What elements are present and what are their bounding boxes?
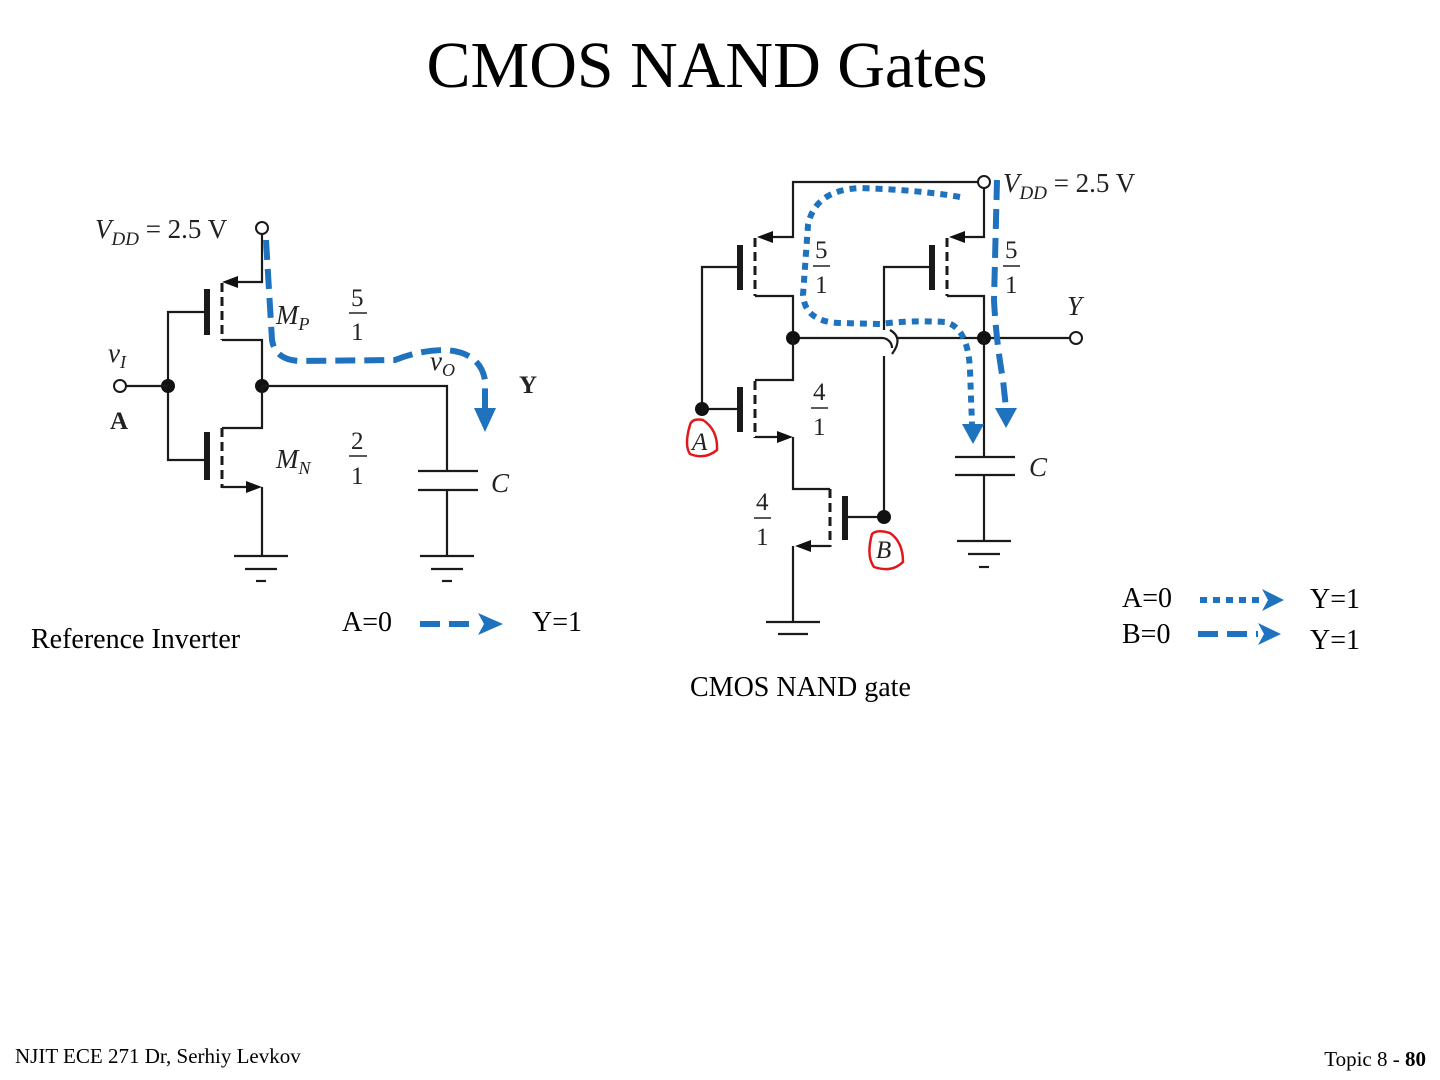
wire-jump — [889, 329, 899, 355]
wire-output-cap — [262, 384, 449, 470]
footer-page: Topic 8 - 80 — [1324, 1047, 1426, 1072]
svg-text:5: 5 — [815, 237, 828, 264]
nb-source-arrow — [795, 540, 811, 552]
nand-input-a-label: A — [690, 429, 708, 456]
na-ratio: 4 1 — [811, 379, 828, 441]
svg-text:5: 5 — [1005, 237, 1018, 264]
inverter-cap-label: C — [491, 468, 510, 498]
pb-source-arrow — [949, 231, 965, 243]
nand-input-a-node — [695, 402, 709, 416]
inverter-input-label: vI — [108, 338, 127, 372]
wire-mn-drain — [222, 386, 264, 430]
nand-vdd-terminal — [977, 175, 991, 189]
pa-ratio: 5 1 — [813, 237, 830, 299]
wire-mp-drain — [222, 338, 264, 386]
wire-pb-drain — [947, 294, 986, 338]
inverter-vdd-label: VDD = 2.5 V — [95, 214, 228, 250]
inverter-current-arrow — [474, 408, 496, 432]
inverter-legend-output: Y=1 — [532, 607, 583, 638]
nand-legend-input-a: A=0 — [1122, 583, 1173, 614]
mp-ratio: 5 1 — [349, 285, 367, 346]
ground-icon — [234, 554, 288, 583]
nand-input-b-node — [877, 510, 891, 524]
wire-vdd-mp — [226, 234, 264, 284]
ground-icon — [420, 554, 474, 583]
inverter-input-name: A — [110, 408, 128, 435]
pb-ratio: 5 1 — [1003, 237, 1020, 299]
nand-current-arrow-b — [995, 408, 1017, 428]
svg-text:2: 2 — [351, 428, 364, 455]
slide-title: CMOS NAND Gates — [426, 29, 988, 102]
nand-schematic: VDD = 2.5 V Y — [685, 168, 1136, 636]
wire-na-drain — [755, 338, 795, 382]
wire-pa-drain — [755, 294, 795, 338]
mn-label: MN — [275, 444, 312, 478]
footer-course: NJIT ECE 271 Dr, Serhiy Levkov — [15, 1044, 301, 1068]
ground-icon — [957, 539, 1011, 569]
svg-text:4: 4 — [756, 489, 769, 516]
svg-text:5: 5 — [351, 285, 364, 312]
nand-cap-label: C — [1029, 452, 1048, 482]
mp-label: MP — [275, 300, 310, 334]
svg-text:1: 1 — [1005, 272, 1018, 299]
nand-legend-arrow-a — [1200, 589, 1284, 611]
nand-current-arrow-a — [962, 424, 984, 444]
nand-current-path-b — [990, 179, 1009, 409]
svg-text:1: 1 — [351, 319, 364, 346]
svg-text:1: 1 — [813, 414, 826, 441]
mn-source-arrow — [246, 481, 262, 493]
na-source-arrow — [777, 431, 793, 443]
nand-legend-input-b: B=0 — [1122, 619, 1171, 650]
nb-ratio: 4 1 — [754, 489, 771, 551]
input-b-highlight — [868, 530, 905, 571]
footer-topic: Topic 8 - — [1324, 1047, 1405, 1071]
inverter-legend-input: A=0 — [342, 607, 393, 638]
nand-vdd-label: VDD = 2.5 V — [1003, 168, 1136, 204]
wire-output-left — [793, 336, 894, 349]
input-a-highlight — [685, 418, 719, 458]
page-number: 80 — [1405, 1047, 1426, 1071]
inverter-vdd-terminal — [255, 221, 269, 235]
wire-gate-pb — [882, 265, 932, 330]
svg-text:4: 4 — [813, 379, 826, 406]
ground-icon — [766, 620, 820, 636]
mn-ratio: 2 1 — [349, 428, 367, 490]
inverter-input-terminal — [113, 379, 127, 393]
wire-na-nb — [791, 437, 830, 491]
nand-legend-output-a: Y=1 — [1310, 584, 1361, 615]
inverter-output-name: Y — [519, 372, 537, 399]
pa-source-arrow — [757, 231, 773, 243]
wire-vdd-pa — [763, 180, 978, 239]
svg-text:1: 1 — [756, 524, 769, 551]
mp-source-arrow — [222, 276, 238, 288]
nand-current-path-a — [799, 184, 975, 425]
inverter-legend-arrow — [420, 613, 503, 635]
nand-legend-output-b: Y=1 — [1310, 625, 1361, 656]
svg-text:1: 1 — [815, 272, 828, 299]
nand-caption: CMOS NAND gate — [690, 672, 911, 703]
nand-input-b-label: B — [876, 537, 891, 564]
svg-text:1: 1 — [351, 463, 364, 490]
nand-legend-arrow-b — [1198, 623, 1281, 645]
nand-output-terminal — [1069, 331, 1083, 345]
inverter-caption: Reference Inverter — [31, 624, 241, 655]
nand-output-label: Y — [1067, 291, 1085, 321]
wire-gate-a — [700, 265, 740, 411]
